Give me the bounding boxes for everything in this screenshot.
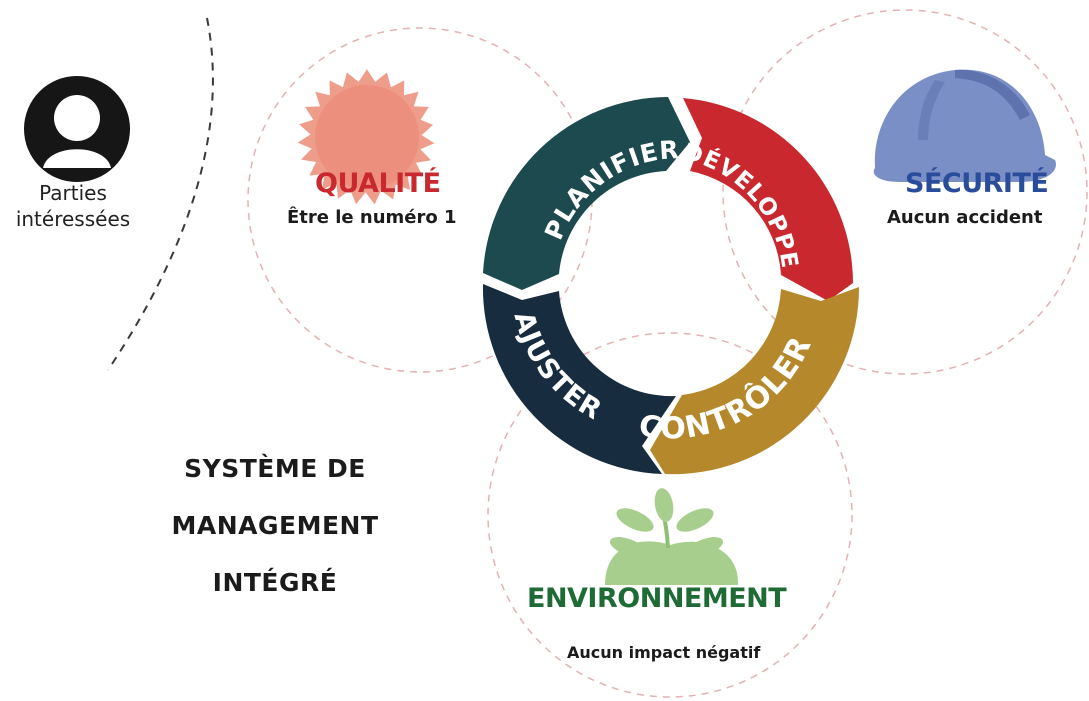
person-avatar-icon: [24, 76, 130, 182]
environment-title: ENVIRONNEMENT: [527, 583, 787, 614]
environment-subtitle: Aucun impact négatif: [567, 643, 761, 662]
badge-seal-icon: [297, 69, 435, 205]
system-title: SYSTÈME DE MANAGEMENT INTÉGRÉ: [130, 440, 420, 611]
hard-hat-icon: [873, 69, 1056, 182]
cycle-segment-check: [650, 287, 860, 475]
safety-zone-circle: [722, 9, 1088, 375]
quality-subtitle: Être le numéro 1: [287, 207, 457, 228]
safety-subtitle: Aucun accident: [887, 207, 1043, 228]
environment-zone-circle: [487, 332, 853, 698]
cycle-segment-do: [683, 98, 853, 301]
quality-title: QUALITÉ: [315, 168, 441, 199]
stakeholders-label-line1: Parties: [39, 181, 107, 205]
stakeholder-boundary-line: [107, 17, 214, 371]
stakeholders-label-line2: intéressées: [15, 207, 131, 231]
system-title-line1: SYSTÈME DE: [184, 454, 366, 483]
seedling-icon: [605, 488, 739, 585]
stakeholders-label: Parties intéressées: [0, 180, 146, 232]
system-title-line2: MANAGEMENT: [171, 511, 379, 540]
safety-title: SÉCURITÉ: [905, 168, 1049, 199]
cycle-segment-plan: [483, 97, 690, 290]
cycle-segment-act: [482, 284, 676, 474]
system-title-line3: INTÉGRÉ: [212, 568, 338, 597]
